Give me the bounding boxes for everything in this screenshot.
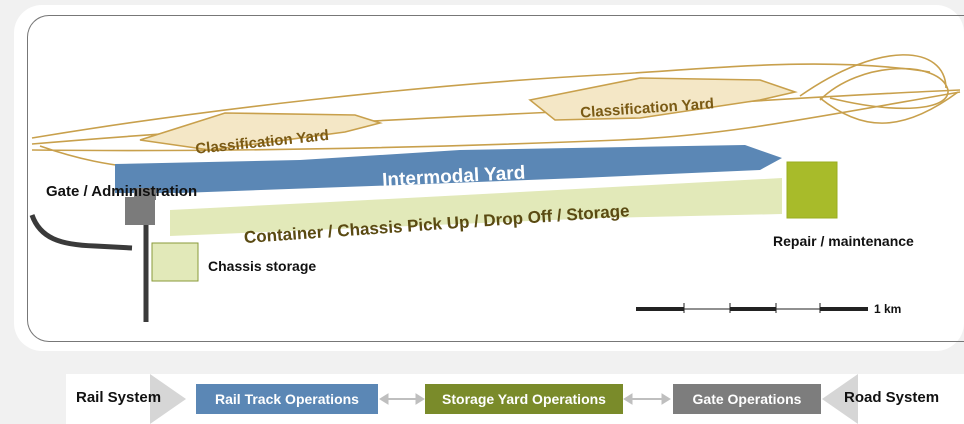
road-system-label: Road System: [844, 389, 940, 406]
map-frame: [27, 15, 964, 342]
storage-yard-operations-box: Storage Yard Operations: [425, 384, 623, 414]
gate-operations-box: Gate Operations: [673, 384, 821, 414]
classification-yard-right: [528, 77, 798, 121]
repair-label: Repair / maintenance: [773, 233, 914, 249]
rail-system-arrow: [150, 374, 186, 424]
double-arrow-2: [623, 393, 671, 405]
road-system-arrow: [822, 374, 858, 424]
scale-label: 1 km: [874, 302, 901, 316]
chassis-storage-area: [151, 242, 199, 282]
scale-bar: [636, 303, 868, 313]
access-road: [29, 214, 133, 251]
chassis-storage-label: Chassis storage: [208, 258, 316, 274]
container-area: [170, 178, 782, 236]
double-arrow-1: [379, 393, 425, 405]
gate-building: [125, 197, 155, 225]
rail-track-operations-box: Rail Track Operations: [196, 384, 378, 414]
repair-area: [786, 161, 838, 219]
rail-system-label: Rail System: [76, 389, 162, 406]
gate-building-top: [134, 188, 156, 200]
intermodal-yard: [115, 145, 782, 193]
classification-yard-left: [139, 112, 383, 151]
gate-admin-label: Gate / Administration: [46, 183, 197, 200]
